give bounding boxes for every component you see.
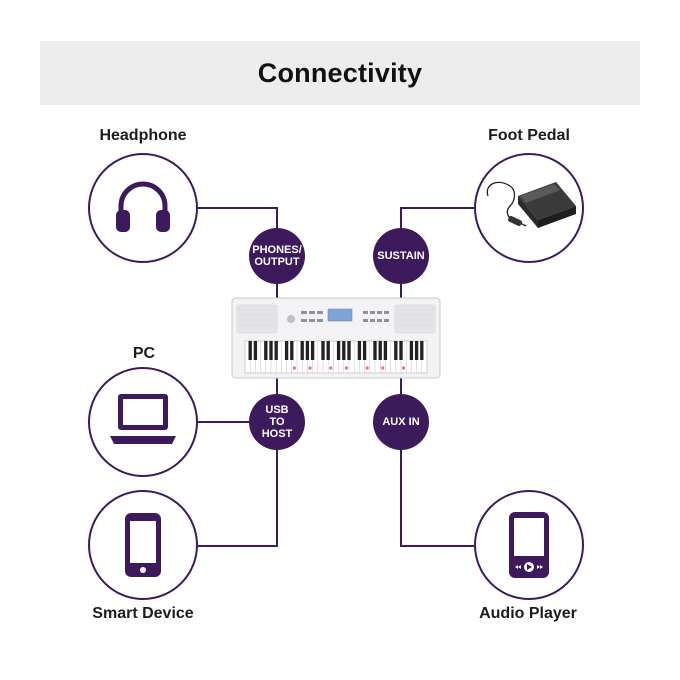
black-key xyxy=(399,341,403,360)
black-key xyxy=(373,341,377,360)
black-key xyxy=(300,341,304,360)
lit-key xyxy=(365,366,369,370)
black-key xyxy=(269,341,273,360)
lcd-display xyxy=(327,308,353,322)
lit-key xyxy=(381,366,385,370)
black-key xyxy=(326,341,330,360)
black-key xyxy=(310,341,315,360)
black-key xyxy=(321,341,325,360)
black-key xyxy=(383,341,388,360)
title-bar: Connectivity xyxy=(40,41,640,105)
black-key xyxy=(409,341,414,360)
black-key xyxy=(362,341,367,360)
right-speaker xyxy=(394,304,436,334)
port-usb-to-host: USB TO HOST xyxy=(249,394,305,450)
black-key xyxy=(414,341,419,360)
smartphone-icon xyxy=(125,513,161,577)
headphones-icon xyxy=(116,181,170,232)
black-key xyxy=(264,341,268,360)
lit-key xyxy=(329,366,333,370)
black-key xyxy=(357,341,362,360)
port-phones-output-label: PHONES/ OUTPUT xyxy=(252,244,302,268)
pc-label: PC xyxy=(132,345,156,362)
port-sustain: SUSTAIN xyxy=(373,228,429,284)
black-key xyxy=(394,341,398,360)
port-phones-output: PHONES/ OUTPUT xyxy=(249,228,305,284)
lit-key xyxy=(292,366,296,370)
black-key xyxy=(284,341,289,360)
line-audio-player xyxy=(400,450,474,547)
laptop-icon xyxy=(110,394,176,444)
black-key xyxy=(420,341,424,360)
port-usb-to-host-label: USB TO HOST xyxy=(261,404,293,440)
port-sustain-label: SUSTAIN xyxy=(377,250,425,262)
foot-pedal-icon xyxy=(486,181,576,228)
left-speaker xyxy=(236,304,278,334)
foot-pedal-label: Foot Pedal xyxy=(488,127,570,144)
black-key xyxy=(336,341,341,360)
black-key xyxy=(342,341,346,360)
port-aux-in: AUX IN xyxy=(373,394,429,450)
port-aux-in-label: AUX IN xyxy=(382,416,420,428)
page-title: Connectivity xyxy=(257,57,423,88)
black-key xyxy=(290,341,294,360)
lit-key xyxy=(344,366,348,370)
lit-key xyxy=(308,366,312,370)
keyboard-image xyxy=(231,297,441,379)
black-key xyxy=(378,341,382,360)
black-key xyxy=(248,341,252,360)
line-smart-device xyxy=(197,450,278,547)
black-key xyxy=(253,341,258,360)
audio-player-label: Audio Player xyxy=(479,605,577,622)
black-key xyxy=(305,341,310,360)
audio-player-icon xyxy=(509,512,549,578)
black-key xyxy=(347,341,351,360)
headphone-node xyxy=(88,153,198,263)
smart-device-label: Smart Device xyxy=(92,605,194,622)
line-headphone xyxy=(198,207,278,228)
headphone-label: Headphone xyxy=(99,127,187,144)
lit-key xyxy=(402,366,406,370)
black-key xyxy=(274,341,278,360)
line-foot-pedal xyxy=(400,207,474,228)
